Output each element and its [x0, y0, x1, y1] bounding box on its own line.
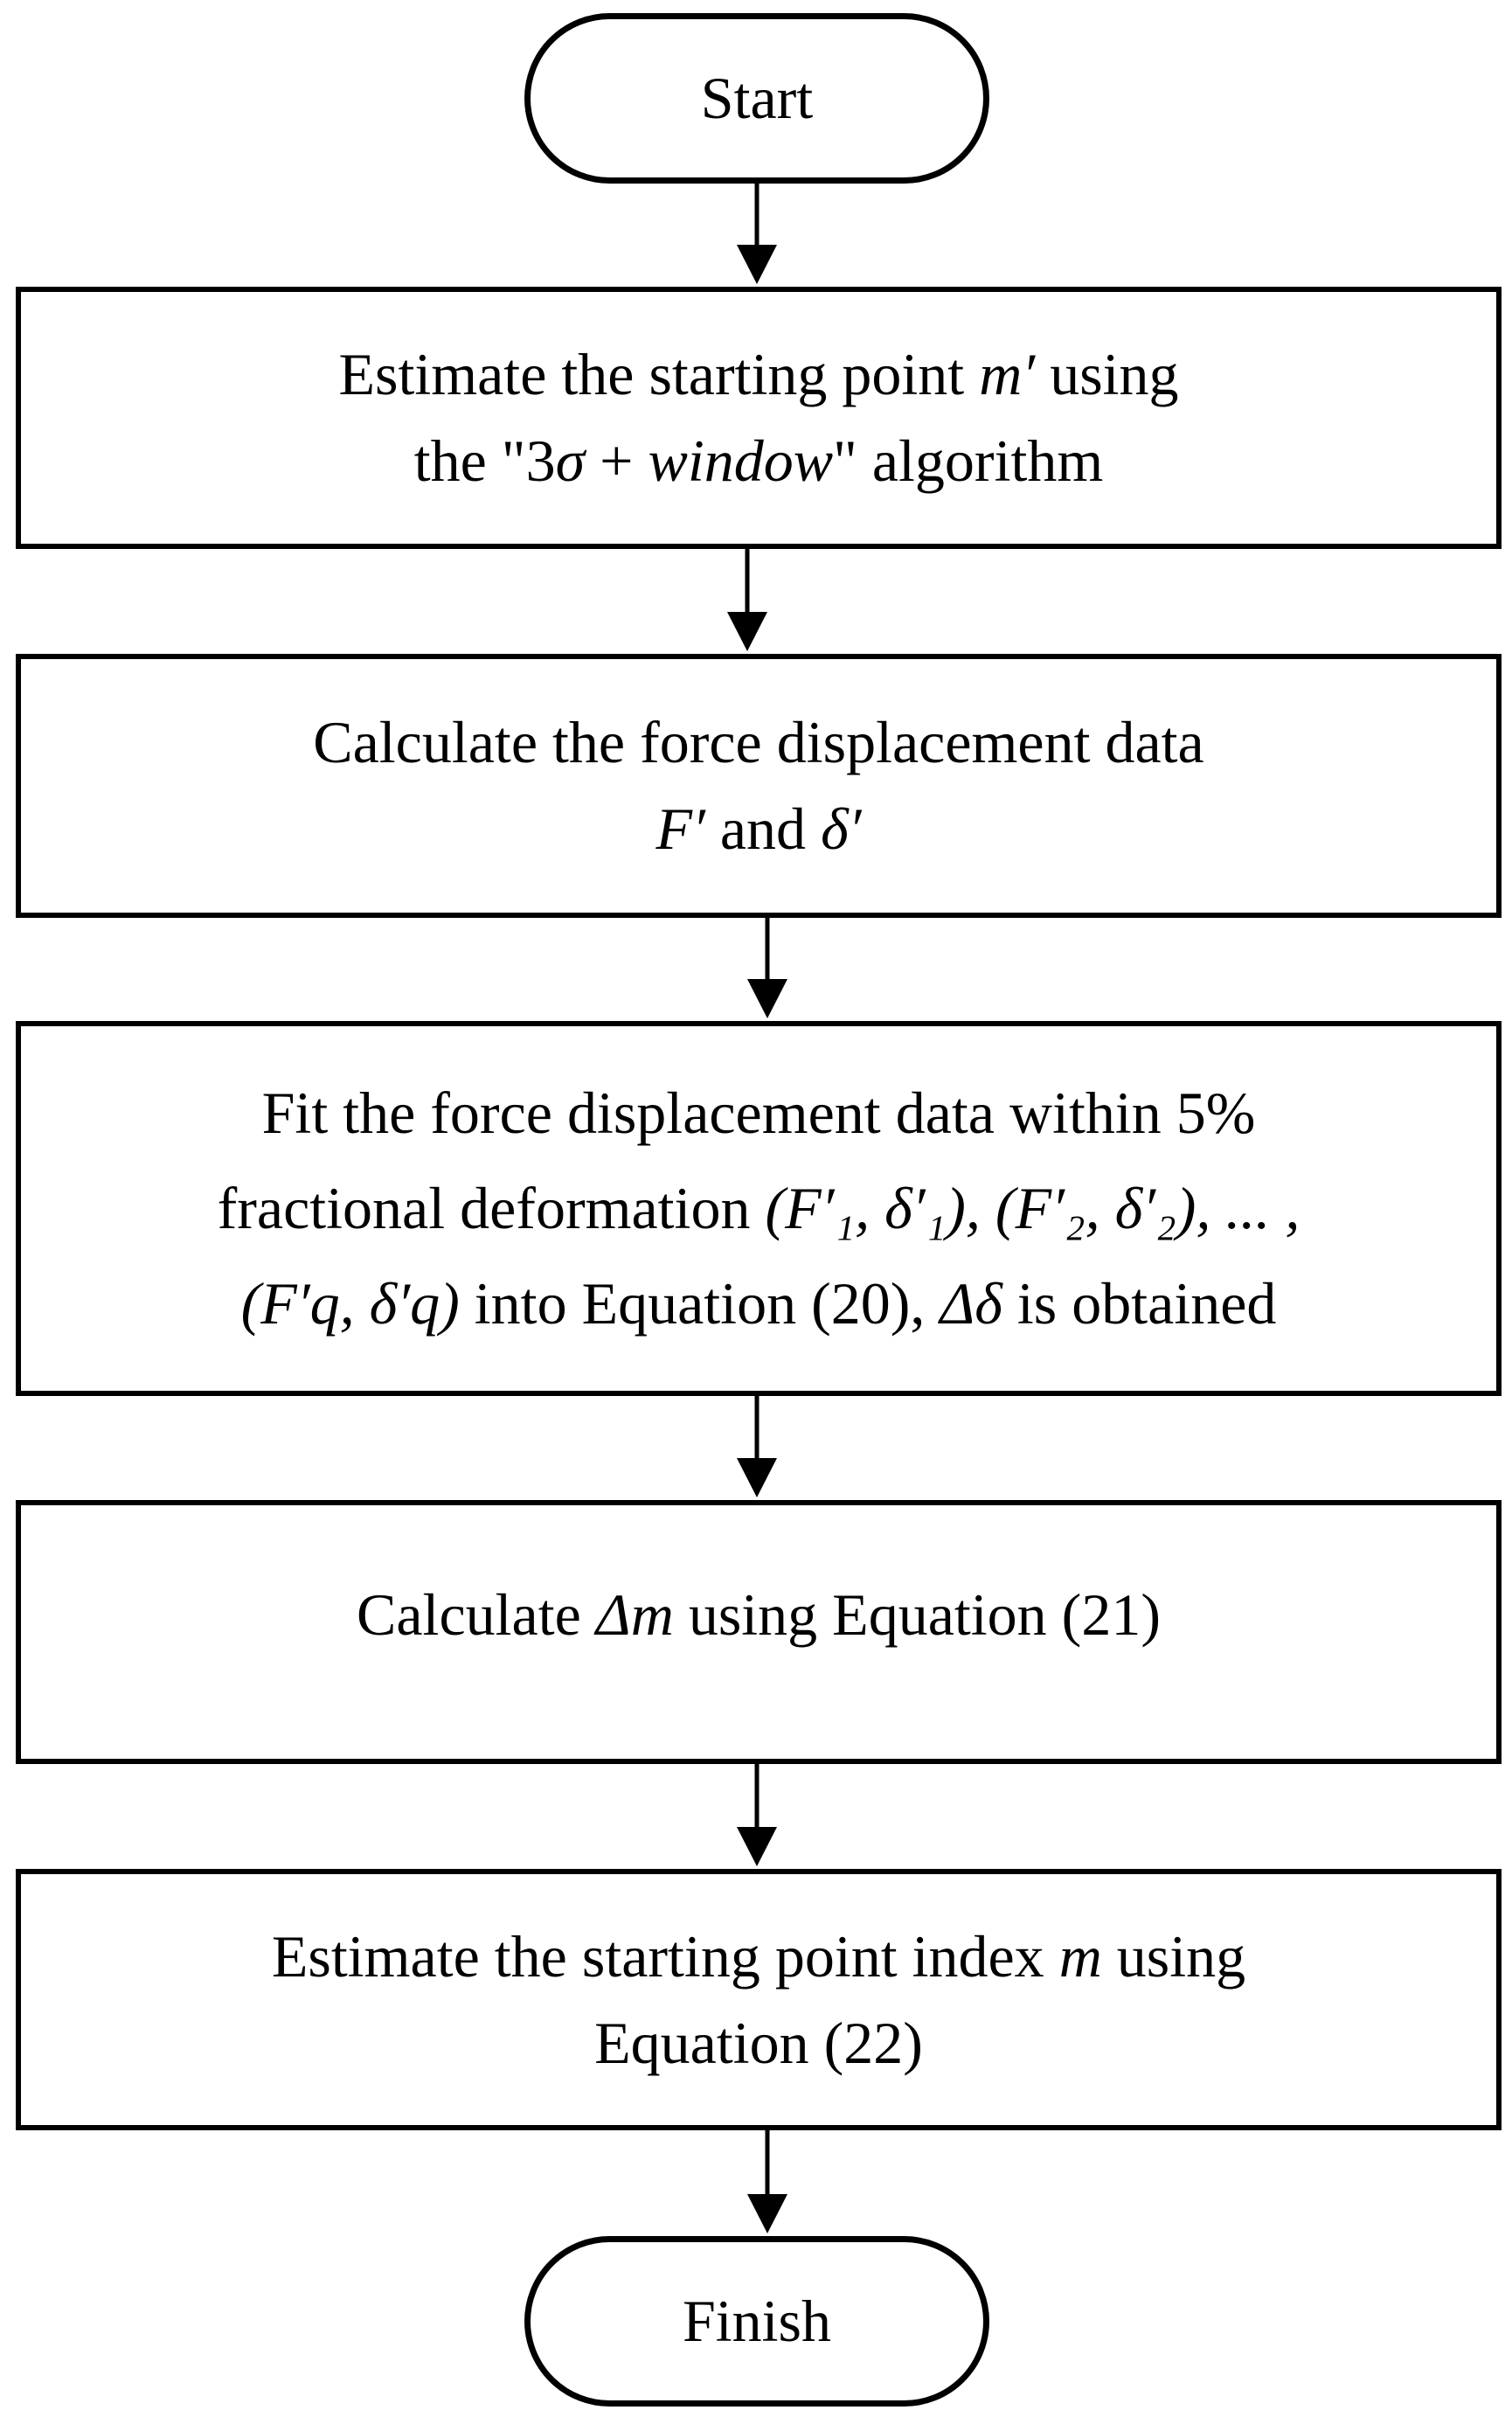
- step2-line1: Calculate the force displacement data: [313, 709, 1204, 776]
- arrow-step5-to-finish: [747, 2130, 787, 2233]
- step1-line2: the "3σ + window" algorithm: [413, 427, 1104, 494]
- step4-line1: Calculate Δm using Equation (21): [357, 1580, 1161, 1648]
- step-fit-force-displacement: Fit the force displacement data within 5…: [16, 1021, 1502, 1396]
- step1-line1: Estimate the starting point m′ using: [338, 341, 1179, 408]
- m-prime-variable: m′: [979, 341, 1036, 408]
- last-data-pair: (F′q, δ′q): [240, 1269, 460, 1337]
- sigma-symbol: σ: [555, 427, 586, 494]
- step5-line2: Equation (22): [594, 2009, 923, 2076]
- finish-label: Finish: [682, 2288, 832, 2354]
- start-label: Start: [700, 65, 814, 131]
- start-terminal: Start: [524, 13, 989, 184]
- arrow-start-to-step1: [737, 184, 777, 284]
- step-estimate-starting-point-prime: Estimate the starting point m′ using the…: [16, 287, 1502, 549]
- window-term: window: [648, 427, 834, 494]
- delta-m-variable: Δm: [595, 1580, 674, 1648]
- f-prime-variable: F′: [655, 795, 705, 862]
- data-pairs-sequence: (F′₁, δ′₁), (F′₂, δ′₂), ... ,: [765, 1175, 1300, 1242]
- arrow-step2-to-step3: [747, 918, 787, 1018]
- step3-line3: (F′q, δ′q) into Equation (20), Δδ is obt…: [240, 1269, 1277, 1337]
- arrow-step3-to-step4: [737, 1396, 777, 1497]
- delta-prime-variable: δ′: [821, 795, 862, 862]
- arrow-step4-to-step5: [737, 1764, 777, 1866]
- step2-line2: F′ and δ′: [655, 795, 862, 862]
- finish-terminal: Finish: [524, 2236, 989, 2407]
- step-calculate-force-displacement: Calculate the force displacement data F′…: [16, 654, 1502, 918]
- step-estimate-starting-point-index: Estimate the starting point index m usin…: [16, 1869, 1502, 2130]
- step-calculate-delta-m: Calculate Δm using Equation (21): [16, 1500, 1502, 1764]
- delta-delta-variable: Δδ: [940, 1269, 1002, 1337]
- step3-line1: Fit the force displacement data within 5…: [261, 1080, 1256, 1147]
- arrow-step1-to-step2: [727, 549, 767, 651]
- step3-line2: fractional deformation (F′₁, δ′₁), (F′₂,…: [217, 1175, 1300, 1242]
- step5-line1: Estimate the starting point index m usin…: [271, 1922, 1246, 1990]
- m-variable: m: [1058, 1922, 1102, 1990]
